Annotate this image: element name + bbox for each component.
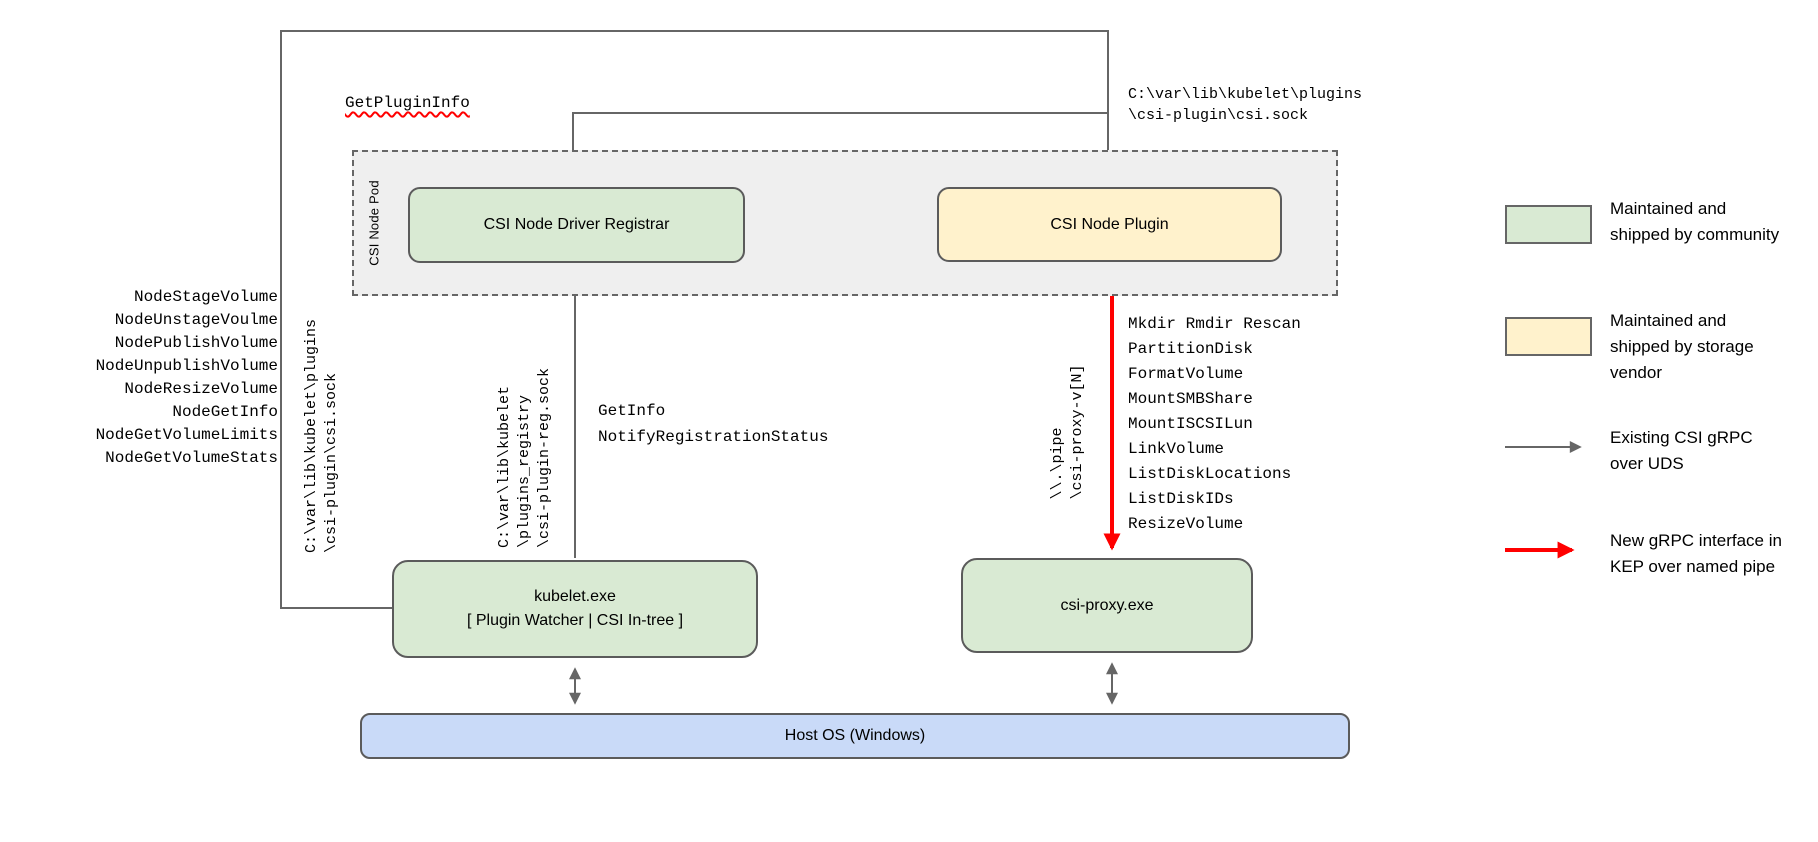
csi-proxy-box: csi-proxy.exe xyxy=(961,558,1253,653)
legend-label-vendor: Maintained and shipped by storage vendor xyxy=(1610,311,1754,382)
list-item: NotifyRegistrationStatus xyxy=(598,428,829,446)
list-item: LinkVolume xyxy=(1128,440,1225,458)
csi-sock-path-label-vertical: C:\var\lib\kubelet\plugins\csi-plugin\cs… xyxy=(302,319,342,553)
list-item: NodeGetVolumeLimits xyxy=(95,426,278,444)
list-item: \csi-proxy-v[N] xyxy=(1069,364,1086,500)
csi-node-driver-registrar-label: CSI Node Driver Registrar xyxy=(483,216,670,233)
list-item: \\.\pipe xyxy=(1049,427,1066,500)
csi-sock-path-label-top: C:\var\lib\kubelet\plugins \csi-plugin\cs… xyxy=(1128,84,1362,126)
kubelet-sublabel: [ Plugin Watcher | CSI In-tree ] xyxy=(466,612,684,629)
kubelet-box: kubelet.exe [ Plugin Watcher | CSI In-tr… xyxy=(392,560,758,658)
list-item: C:\var\lib\kubelet\plugins xyxy=(303,318,320,554)
list-item: NodeGetVolumeStats xyxy=(105,449,278,467)
list-item: MountISCSILun xyxy=(1128,415,1253,433)
list-item: NodeStageVolume xyxy=(133,288,278,306)
list-item: NodeUnpublishVolume xyxy=(95,357,278,375)
csi-proxy-label: csi-proxy.exe xyxy=(1060,596,1154,614)
list-item: NodeUnstageVoulme xyxy=(114,311,278,329)
connector-kubelet-to-node-plugin xyxy=(280,30,1114,609)
legend-label-kep: New gRPC interface in KEP over named pip… xyxy=(1610,531,1782,576)
list-item: C:\var\lib\kubelet\plugins xyxy=(1128,86,1363,103)
list-item: ResizeVolume xyxy=(1128,515,1244,533)
list-item: Mkdir Rmdir Rescan xyxy=(1128,315,1301,333)
get-plugin-info-label: GetPluginInfo xyxy=(345,94,470,112)
list-item: ListDiskLocations xyxy=(1128,465,1292,483)
list-item: NodePublishVolume xyxy=(114,334,278,352)
named-pipe-label-vertical: \\.\pipe\csi-proxy-v[N] xyxy=(1048,364,1088,499)
list-item: \csi-plugin\csi.sock xyxy=(1128,107,1309,124)
list-item: \csi-plugin\csi.sock xyxy=(323,372,340,554)
legend-label-uds: Existing CSI gRPC over UDS xyxy=(1610,428,1753,473)
list-item: NodeResizeVolume xyxy=(124,380,278,398)
list-item: MountSMBShare xyxy=(1128,390,1253,408)
list-item: C:\var\lib\kubelet xyxy=(496,385,513,549)
list-item: \csi-plugin-reg.sock xyxy=(536,367,553,549)
csi-node-plugin-label: CSI Node Plugin xyxy=(1050,215,1169,233)
list-item: PartitionDisk xyxy=(1128,340,1253,358)
csi-node-driver-registrar-box: CSI Node Driver Registrar xyxy=(408,187,745,263)
list-item: NodeGetInfo xyxy=(172,403,278,421)
list-item: \plugins_registry xyxy=(516,394,533,549)
host-os-box: Host OS (Windows) xyxy=(360,713,1350,759)
csi-node-pod-label: CSI Node Pod xyxy=(366,180,382,266)
kubelet-label: kubelet.exe xyxy=(534,588,616,605)
list-item: FormatVolume xyxy=(1128,365,1244,383)
legend-label-community: Maintained and shipped by community xyxy=(1610,199,1780,244)
list-item: ListDiskIDs xyxy=(1128,490,1234,508)
csi-node-plugin-box: CSI Node Plugin xyxy=(937,187,1282,262)
legend-swatch-community xyxy=(1505,205,1592,244)
plugin-reg-sock-path-label-vertical: C:\var\lib\kubelet\plugins_registry\csi-… xyxy=(495,368,555,548)
list-item: GetInfo xyxy=(598,402,666,420)
host-os-label: Host OS (Windows) xyxy=(784,727,926,744)
legend-swatch-vendor xyxy=(1505,317,1592,356)
